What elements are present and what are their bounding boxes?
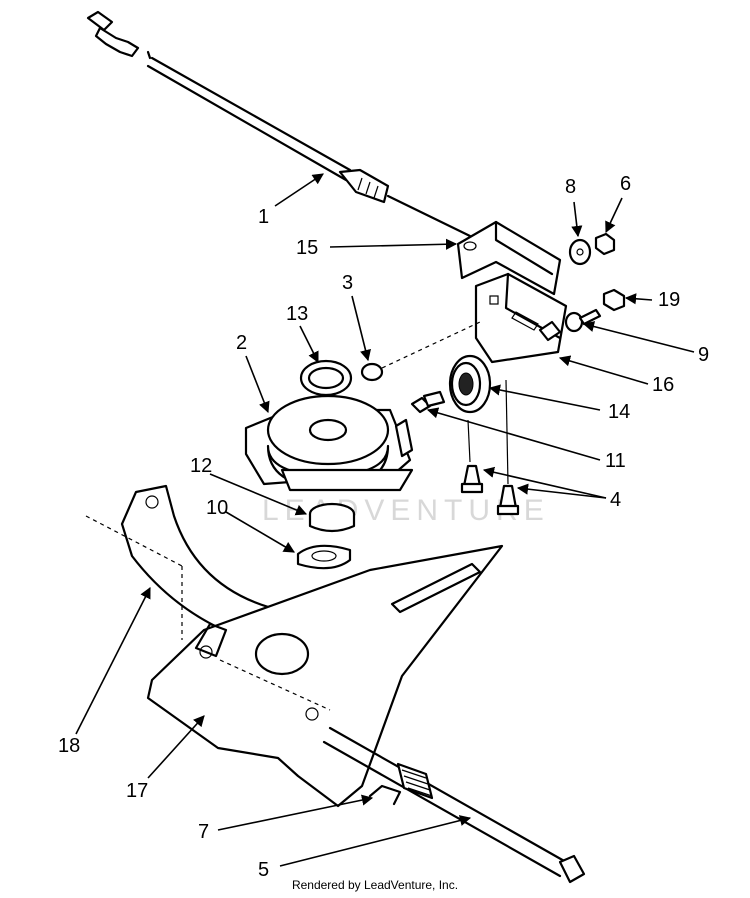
callout-6: 6 (620, 173, 631, 195)
callout-11: 11 (605, 450, 626, 472)
part-8-washer (568, 238, 592, 266)
callout-8: 8 (565, 176, 576, 198)
part-10-spacer (296, 544, 352, 570)
callout-2: 2 (236, 332, 247, 354)
callout-13: 13 (286, 303, 308, 325)
callout-17: 17 (126, 780, 148, 802)
callout-15: 15 (296, 237, 318, 259)
callout-18: 18 (58, 735, 80, 757)
leader-lines (75, 173, 695, 867)
callout-16: 16 (652, 374, 674, 396)
part-16-mounting-bracket (474, 272, 568, 364)
callout-10: 10 (206, 497, 228, 519)
callout-7: 7 (198, 821, 209, 843)
callout-3: 3 (342, 272, 353, 294)
part-6-nut (594, 232, 616, 256)
part-15-bracket (456, 220, 562, 296)
callout-14: 14 (608, 401, 630, 423)
callout-5: 5 (258, 859, 269, 881)
part-5-lower-cable (322, 726, 586, 884)
part-1-upper-cable (86, 10, 472, 238)
part-19-nut (602, 288, 626, 312)
credit-text: Rendered by LeadVenture, Inc. (291, 878, 459, 892)
callout-4: 4 (610, 489, 621, 511)
part-9-washer-bolt (564, 308, 602, 333)
callout-9: 9 (698, 344, 709, 366)
callout-19: 19 (658, 289, 680, 311)
part-17-base-plate (146, 544, 504, 808)
callout-1: 1 (258, 206, 269, 228)
part-7-spring (368, 762, 434, 806)
part-11-shoulder-bolt (410, 390, 446, 414)
part-3-rivet (360, 321, 481, 382)
part-14-idler-pulley (448, 354, 492, 414)
part-12-bushing (308, 502, 356, 533)
part-2-drive-pulley (244, 394, 414, 492)
callout-12: 12 (190, 455, 212, 477)
part-4-screws (460, 379, 520, 516)
part-13-ring (299, 359, 353, 397)
